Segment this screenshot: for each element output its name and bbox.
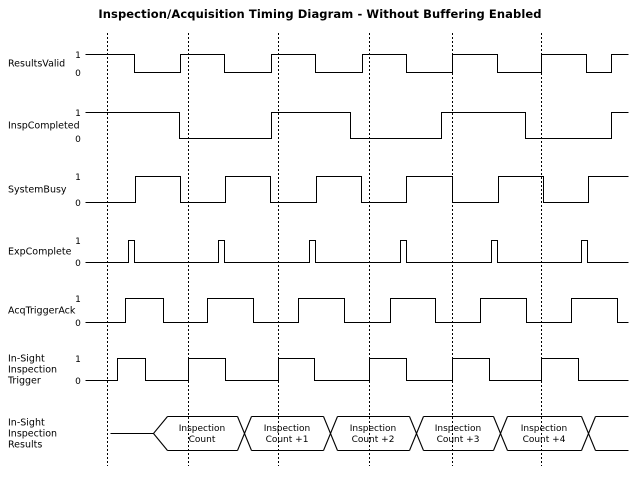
level-label-low-AcqTriggerAck: 0 xyxy=(75,319,81,329)
waveform-ExpComplete xyxy=(85,239,629,264)
level-label-low-InspCompleted: 0 xyxy=(75,135,81,145)
signal-label-InspCompleted: InspCompleted xyxy=(8,121,80,132)
bus-transition-up-3 xyxy=(408,416,425,451)
level-label-low-SystemBusy: 0 xyxy=(75,199,81,209)
level-label-low-ExpComplete: 0 xyxy=(75,259,81,269)
signal-label-group: ResultsValidInspCompletedSystemBusyExpCo… xyxy=(7,59,80,451)
level-label-low-ResultsValid: 0 xyxy=(75,69,81,79)
page-title: Inspection/Acquisition Timing Diagram - … xyxy=(98,7,542,21)
level-label-high-InspCompleted: 1 xyxy=(75,109,81,119)
level-label-high-InSightInspectionTrigger: 1 xyxy=(75,355,81,365)
level-label-high-ExpComplete: 1 xyxy=(75,237,81,247)
bus-transition-up-5 xyxy=(580,416,597,451)
level-label-high-AcqTriggerAck: 1 xyxy=(75,295,81,305)
waveform-InSightInspectionTrigger xyxy=(85,357,629,382)
bus-lead-in-upper xyxy=(110,416,168,435)
waveform-InspCompleted xyxy=(85,111,629,140)
bus-transition-up-4 xyxy=(492,416,509,451)
signal-label-ExpComplete: ExpComplete xyxy=(8,247,72,258)
level-label-group: 1 0 1 0 1 0 1 0 1 0 1 0 xyxy=(75,51,81,387)
waveform-AcqTriggerAck xyxy=(85,297,629,324)
waveform-SystemBusy xyxy=(85,175,629,204)
bus-transition-up-2 xyxy=(322,416,339,451)
signal-label-SystemBusy: SystemBusy xyxy=(8,185,67,196)
level-label-high-ResultsValid: 1 xyxy=(75,51,81,61)
bus-lead-in-lower xyxy=(153,433,168,451)
level-label-high-SystemBusy: 1 xyxy=(75,173,81,183)
waveform-ResultsValid xyxy=(85,53,629,74)
level-label-low-InSightInspectionTrigger: 0 xyxy=(75,377,81,387)
marker-line-group xyxy=(106,33,543,466)
waveform-group xyxy=(85,53,629,382)
signal-label-ResultsValid: ResultsValid xyxy=(8,59,65,70)
signal-label-AcqTriggerAck: AcqTriggerAck xyxy=(8,306,76,317)
bus-transition-up-1 xyxy=(236,416,253,451)
